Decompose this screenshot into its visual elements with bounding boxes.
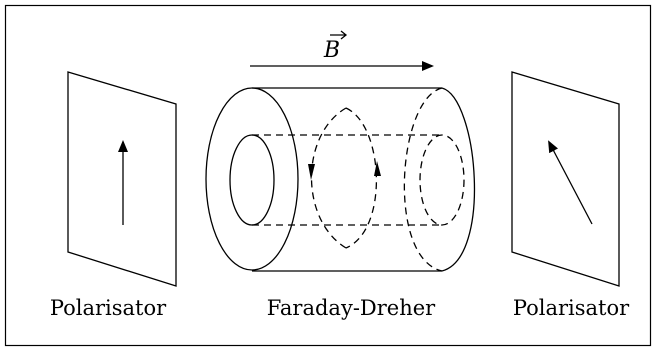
right-polarizer-caption: Polarisator [513,296,630,320]
cylinder-front-bore [229,134,275,226]
left-polarizer-plate [67,71,177,287]
rotation-arrow-left [308,164,315,180]
left-polarizer-caption: Polarisator [50,296,167,320]
rotation-path-right [345,107,378,249]
rotation-path-left [310,107,347,249]
right-polarizer-plate [511,71,620,287]
vector-arrow-accent [330,30,348,40]
right-polarizer [511,71,620,287]
cylinder-back-solid-edge [441,87,476,272]
cylinder-front-face [205,87,299,271]
cylinder-back-bore [419,134,465,226]
cylinder-back-hidden-edge [403,87,443,272]
magnetic-field-indicator: B [250,30,434,71]
right-polarization-arrow [548,140,593,225]
rotation-arrow-right [374,161,381,176]
figure-frame [4,4,652,347]
magnetic-field-label: B [323,38,340,63]
faraday-rotator [205,87,476,272]
faraday-rotator-caption: Faraday-Dreher [267,296,436,320]
left-polarizer [67,71,177,287]
